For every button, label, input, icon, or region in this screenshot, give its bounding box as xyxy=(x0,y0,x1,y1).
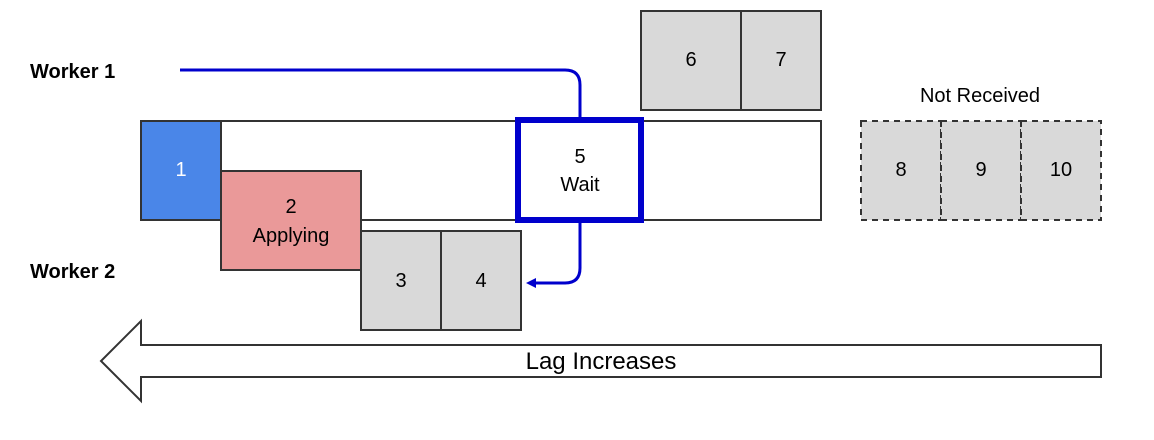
block-2-state: Applying xyxy=(253,225,330,247)
block-6-label: 6 xyxy=(685,49,696,71)
block-10-label: 10 xyxy=(1050,159,1072,181)
block-5 xyxy=(515,117,644,223)
block-3-label: 3 xyxy=(395,270,406,292)
block-1 xyxy=(140,120,222,221)
block-9-label: 9 xyxy=(975,159,986,181)
block-2 xyxy=(220,170,362,271)
worker-2-path xyxy=(526,220,582,288)
block-7 xyxy=(740,10,822,111)
block-8-label: 8 xyxy=(895,159,906,181)
block-2-number: 2 xyxy=(285,196,296,218)
lag-arrow-label: Lag Increases xyxy=(526,348,677,375)
block-7-label: 7 xyxy=(775,49,786,71)
block-5-state: Wait xyxy=(560,174,600,196)
worker-1-path xyxy=(180,68,582,121)
lag-arrow xyxy=(99,318,1102,404)
block-6 xyxy=(640,10,742,111)
block-8 xyxy=(860,120,942,221)
block-10 xyxy=(1020,120,1102,221)
worker-1-label: Worker 1 xyxy=(30,61,115,83)
block-4-label: 4 xyxy=(475,270,486,292)
block-1-label: 1 xyxy=(175,159,186,181)
block-5-number: 5 xyxy=(574,146,585,168)
worker-2-label: Worker 2 xyxy=(30,261,115,283)
block-3 xyxy=(360,230,442,331)
not-received-label: Not Received xyxy=(920,85,1040,107)
block-9 xyxy=(940,120,1022,221)
block-4 xyxy=(440,230,522,331)
